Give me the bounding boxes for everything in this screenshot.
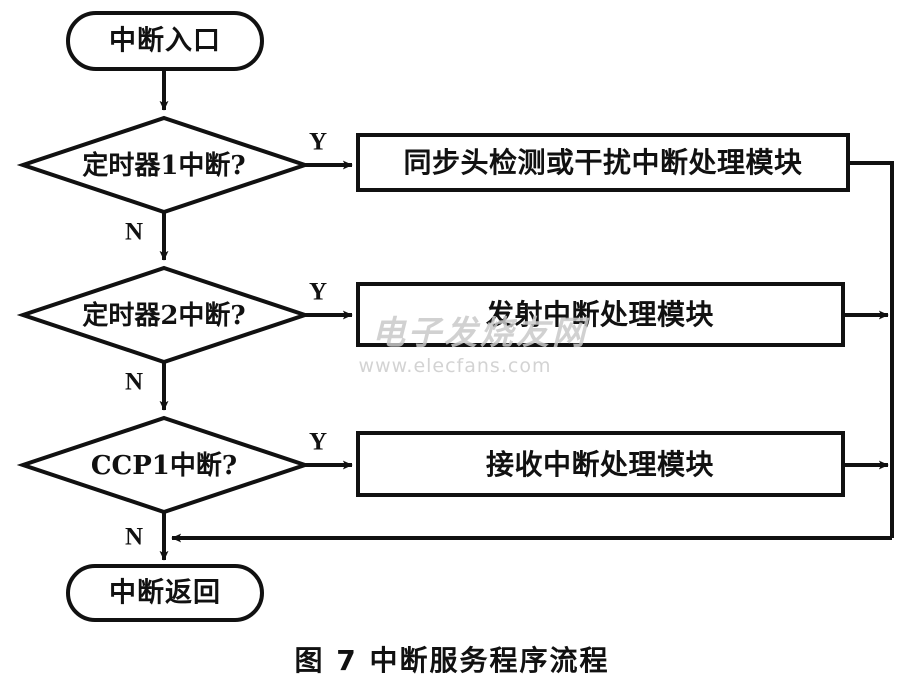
branch-label-no-3: N bbox=[124, 523, 144, 551]
end-terminator-label: 中断返回 bbox=[109, 577, 221, 609]
branch-label-yes-3: Y bbox=[308, 428, 328, 456]
decision-label-2: 定时器2中断? bbox=[82, 301, 246, 331]
end-terminator-shape bbox=[66, 564, 264, 622]
connector-box1-to-bus bbox=[848, 161, 894, 538]
process-box-label-3: 接收中断处理模块 bbox=[485, 448, 715, 481]
branch-label-yes-1: Y bbox=[308, 128, 328, 156]
branch-label-yes-2: Y bbox=[308, 278, 328, 306]
process-box-label-1: 同步头检测或干扰中断处理模块 bbox=[403, 146, 803, 179]
branch-label-no-2: N bbox=[124, 368, 144, 396]
figure-caption: 图 7 中断服务程序流程 bbox=[294, 644, 610, 677]
process-box-label-2: 发射中断处理模块 bbox=[485, 298, 715, 331]
branch-label-no-1: N bbox=[124, 218, 144, 246]
start-terminator-label: 中断入口 bbox=[109, 25, 221, 57]
decision-label-3: CCP1中断? bbox=[90, 451, 238, 481]
decision-label-1: 定时器1中断? bbox=[82, 151, 246, 181]
